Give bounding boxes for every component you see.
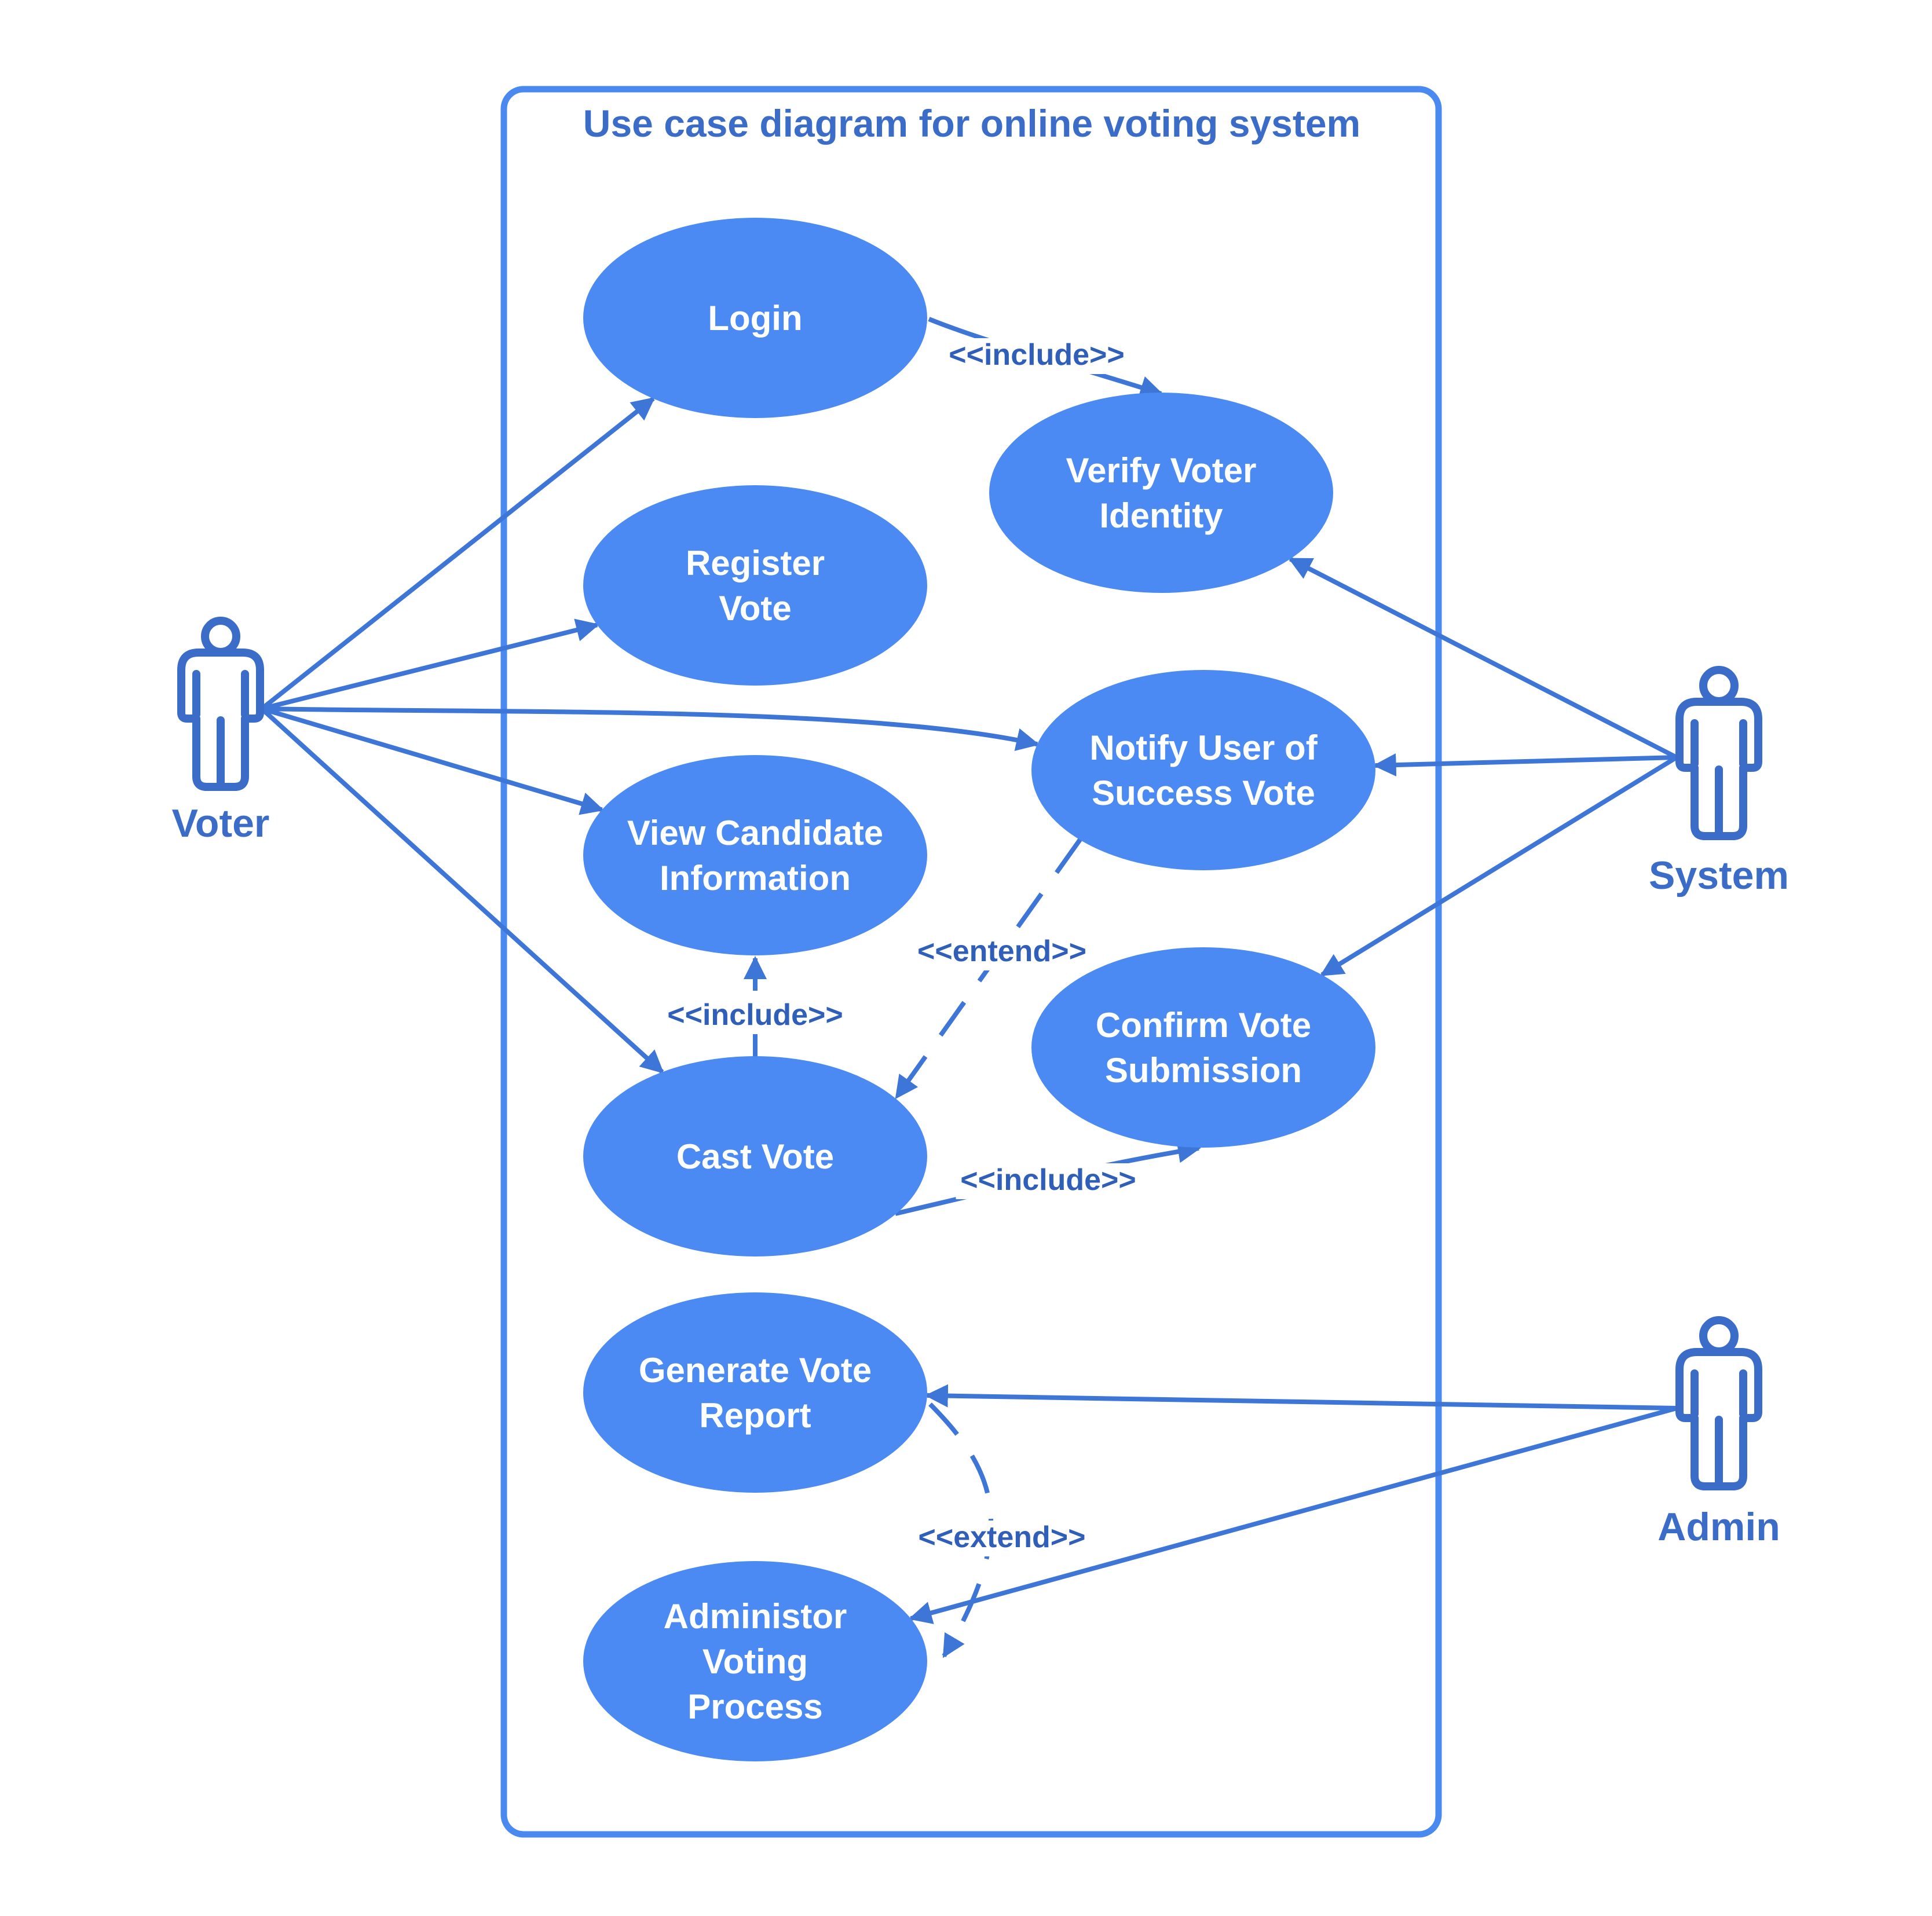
actor-label: System (1649, 853, 1789, 897)
stereotype-include-label: <<include>> (949, 338, 1125, 372)
association-admin-generate[interactable] (924, 1384, 1677, 1411)
stereotype-label-bg (663, 998, 848, 1034)
association-voter-view[interactable] (261, 706, 605, 815)
use-case-ellipse[interactable] (989, 393, 1333, 593)
use-case-label: Verify Voter (1066, 451, 1256, 490)
use-case-cast[interactable]: Cast Vote (583, 1056, 927, 1256)
use-case-ellipse[interactable] (583, 485, 927, 686)
actor-voter[interactable]: Voter (172, 617, 270, 845)
use-case-label: Identity (1099, 496, 1223, 535)
stereotype-labels: <<include>> <<include>> <<include>> <<enten… (663, 338, 1141, 1556)
use-case-ellipse[interactable] (583, 1561, 927, 1761)
use-case-label: Administor (664, 1597, 847, 1636)
diagram-title: Use case diagram for online voting syste… (583, 102, 1360, 145)
actor-system[interactable]: System (1649, 666, 1789, 897)
use-case-label: Notify User of (1089, 728, 1318, 767)
stereotype-label-bg (944, 338, 1129, 374)
association-voter-cast[interactable] (260, 707, 664, 1074)
use-case-ellipse[interactable] (583, 1056, 927, 1256)
extend-generate-administer[interactable] (928, 1402, 994, 1658)
stereotype-label-bg (918, 935, 1086, 970)
connectors (260, 317, 1678, 1658)
stereotype-extend-label: <<extend>> (918, 1521, 1085, 1554)
association-system-notify[interactable] (1373, 753, 1677, 777)
association-system-verify[interactable] (1288, 556, 1678, 760)
person-icon (1675, 666, 1762, 840)
use-case-ellipse[interactable] (583, 1292, 927, 1493)
actor-label: Admin (1657, 1505, 1780, 1549)
association-voter-notify[interactable] (261, 706, 1040, 751)
stereotype-include-label: <<include>> (960, 1163, 1136, 1197)
stereotype-label-bg (956, 1163, 1141, 1199)
actor-admin[interactable]: Admin (1657, 1316, 1780, 1549)
use-case-ellipse[interactable] (1031, 670, 1375, 870)
actor-label: Voter (172, 801, 270, 845)
use-case-label: Login (708, 299, 802, 338)
use-case-label: Process (687, 1687, 823, 1726)
use-case-label: Register (686, 544, 825, 583)
use-case-label: Submission (1105, 1051, 1302, 1090)
use-case-label: Confirm Vote (1096, 1006, 1311, 1045)
association-admin-administer[interactable] (908, 1406, 1678, 1624)
stereotype-include-label: <<include>> (667, 998, 843, 1032)
use-case-login[interactable]: Login (583, 218, 927, 418)
person-icon (1675, 1316, 1762, 1490)
use-case-notify[interactable]: Notify User of Success Vote (1031, 670, 1375, 870)
use-case-ellipse[interactable] (583, 218, 927, 418)
person-icon (177, 617, 264, 791)
use-case-ellipse[interactable] (583, 755, 927, 955)
use-case-label: Information (660, 859, 851, 897)
system-boundary (500, 86, 1442, 1838)
association-voter-login[interactable] (260, 397, 656, 711)
use-case-label: Cast Vote (676, 1137, 834, 1176)
use-case-label: Vote (719, 589, 792, 628)
stereotype-label-bg (918, 1521, 1086, 1556)
use-case-label: View Candidate (627, 814, 883, 852)
association-voter-register[interactable] (261, 618, 599, 711)
use-case-label: Report (699, 1396, 811, 1435)
use-case-label: Voting (702, 1642, 808, 1681)
use-case-label: Generate Vote (639, 1351, 872, 1390)
use-case-ellipse[interactable] (1031, 947, 1375, 1148)
use-case-label: Success Vote (1092, 774, 1315, 812)
association-system-confirm[interactable] (1320, 755, 1678, 977)
stereotype-extend-label: <<entend>> (917, 935, 1086, 968)
